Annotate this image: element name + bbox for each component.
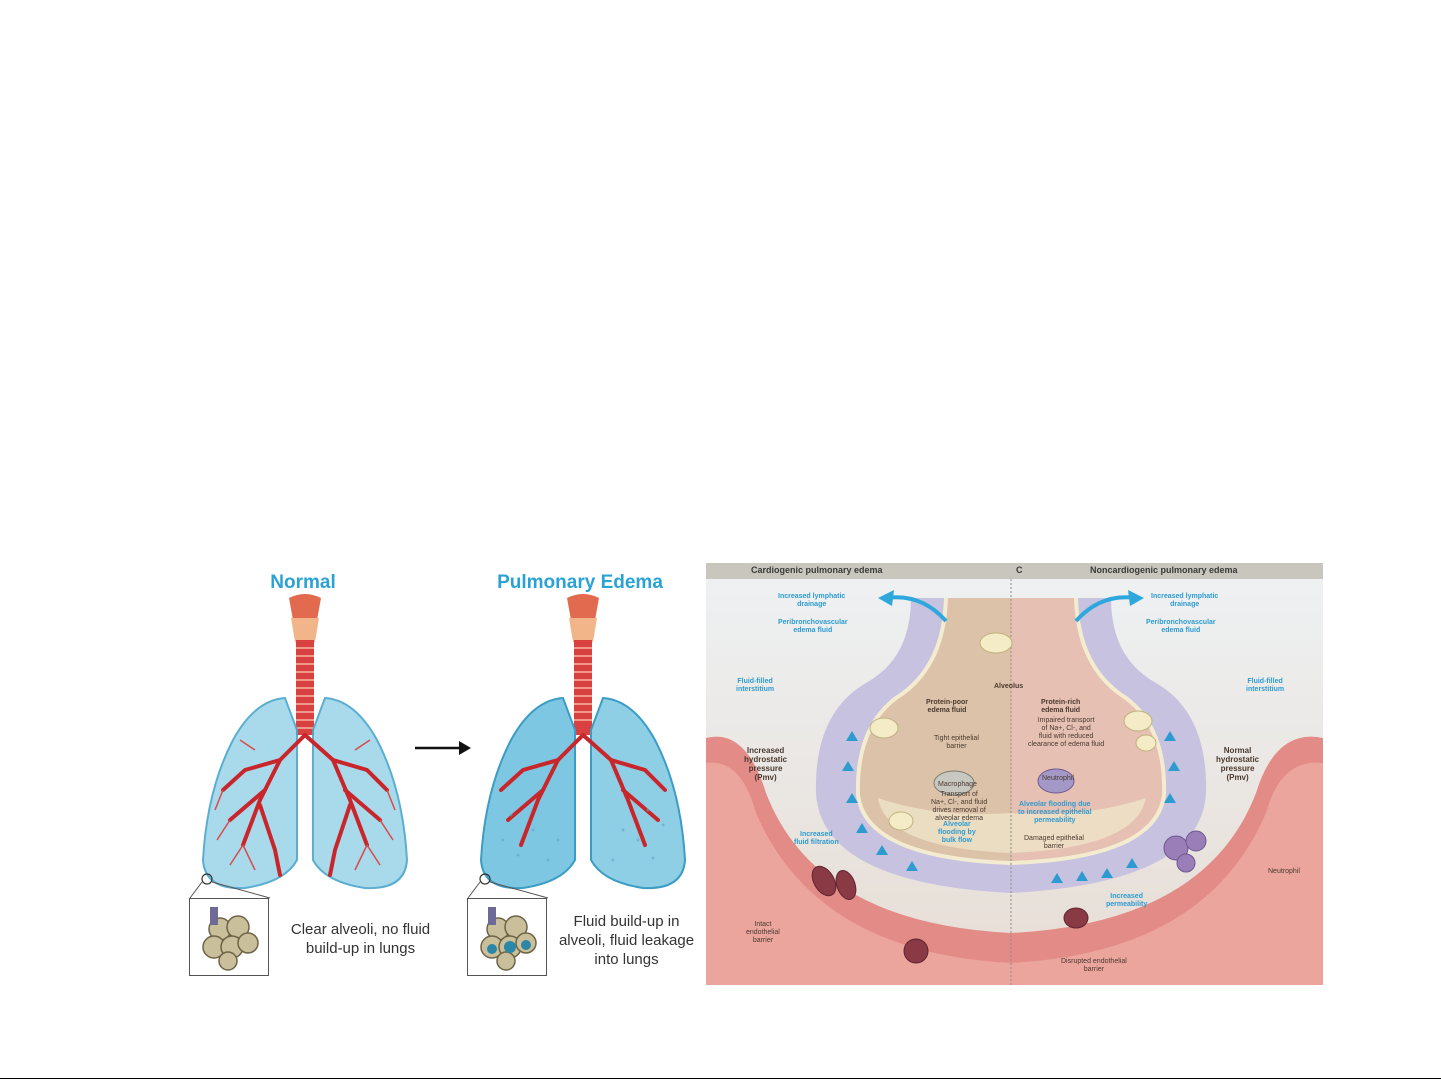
- alveolus-diagram: [706, 563, 1323, 985]
- label-alveolar-flooding-perm: Alveolar flooding due to increased epith…: [1018, 801, 1092, 824]
- label-disrupted-endothelial: Disrupted endothelial barrier: [1061, 958, 1127, 973]
- label-normal-hydrostatic: Normal hydrostatic pressure (Pmv): [1216, 746, 1260, 782]
- edema-title: Pulmonary Edema: [497, 572, 663, 593]
- label-macrophage: Macrophage: [938, 781, 977, 788]
- header-cardiogenic: Cardiogenic pulmonary edema: [751, 565, 883, 575]
- edema-caption-line1: Fluid build-up in: [573, 913, 680, 930]
- label-damaged-epithelial: Damaged epithelial barrier: [1024, 835, 1084, 850]
- edema-caption: Fluid build-up in alveoli, fluid leakage…: [549, 912, 704, 969]
- diagram-header: [706, 563, 1323, 579]
- fluid-alveoli-icon: [480, 907, 537, 971]
- label-increased-fluid-filtration: Increased fluid filtration: [794, 831, 839, 846]
- label-neutrophil: Neutrophil: [1268, 868, 1300, 875]
- edema-caption-line3: into lungs: [594, 951, 659, 968]
- progression-arrow: [415, 741, 471, 755]
- edema-alveoli-zoom: [467, 898, 547, 976]
- label-fluid-filled-right: Fluid-filled interstitium: [1246, 678, 1285, 693]
- alveolus-cross-section-figure: Cardiogenic pulmonary edema C Noncardiog…: [706, 563, 1323, 985]
- label-increased-hydrostatic: Increased hydrostatic pressure (Pmv): [744, 746, 788, 782]
- label-alveolus: Alveolus: [994, 683, 1024, 690]
- label-increased-lymphatic-left: Increased lymphatic drainage: [778, 593, 846, 608]
- label-protein-rich: Protein-rich edema fluid: [1041, 699, 1081, 714]
- label-tight-epithelial: Tight epithelial barrier: [934, 735, 979, 750]
- header-noncardiogenic: Noncardiogenic pulmonary edema: [1090, 565, 1238, 575]
- normal-lungs-illustration: [189, 594, 409, 899]
- normal-alveoli-zoom: [189, 898, 269, 976]
- normal-caption: Clear alveoli, no fluid build-up in lung…: [273, 920, 448, 958]
- edema-lungs-illustration: [467, 594, 687, 899]
- label-intact-endothelial: Intact endothelial barrier: [746, 921, 780, 944]
- edema-caption-line2: alveoli, fluid leakage: [558, 932, 695, 949]
- label-increased-permeability: Increased permeability: [1106, 893, 1148, 908]
- label-transport-of: Transport of Na+, Cl-, and fluid drives …: [931, 791, 988, 822]
- label-peribronchovascular-right: Peribronchovascular edema fluid: [1146, 619, 1216, 634]
- label-impaired-transport: Impaired transport of Na+, Cl-, and flui…: [1028, 717, 1105, 748]
- normal-title: Normal: [270, 572, 336, 593]
- normal-caption-line1: Clear alveoli, no fluid: [290, 921, 431, 938]
- label-protein-poor: Protein-poor edema fluid: [926, 699, 968, 714]
- label-fluid-filled-left: Fluid-filled interstitium: [736, 678, 775, 693]
- label-neutrophil-small: Neutrophil: [1042, 775, 1074, 782]
- clear-alveoli-icon: [202, 907, 259, 971]
- normal-caption-line2: build-up in lungs: [305, 940, 416, 957]
- header-panel-letter: C: [1016, 565, 1023, 575]
- lungs-comparison-figure: Normal Pulmonary Edema: [185, 560, 705, 985]
- label-peribronchovascular-left: Peribronchovascular edema fluid: [778, 619, 848, 634]
- label-increased-lymphatic-right: Increased lymphatic drainage: [1151, 593, 1219, 608]
- page-bottom-rule: [0, 1078, 1441, 1079]
- label-alveolar-flooding-bulk: Alveolar flooding by bulk flow: [938, 821, 976, 844]
